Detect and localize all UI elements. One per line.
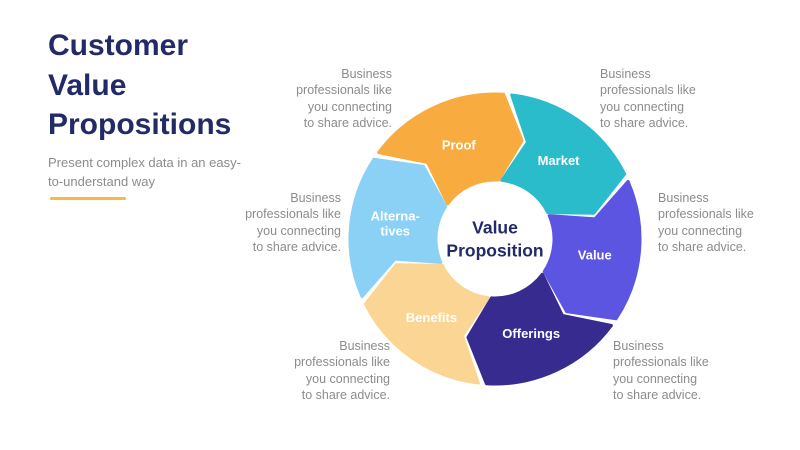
page-title: Customer Value Propositions [48, 29, 232, 142]
segment-label-market: Market [538, 153, 581, 168]
segment-label-benefits: Benefits [406, 310, 457, 325]
segment-alternatives [348, 157, 448, 299]
segment-market [500, 93, 627, 215]
segment-proof [377, 92, 524, 206]
segment-offerings [466, 272, 613, 386]
segment-label-alternatives: Alterna-tives [371, 209, 420, 239]
segment-value [542, 179, 642, 321]
diagram-center-label: Value Proposition [446, 217, 544, 260]
segment-label-proof: Proof [442, 137, 477, 152]
page-subtitle: Present complex data in an easy-to-under… [48, 155, 241, 189]
segment-benefits [363, 263, 490, 385]
segment-label-value: Value [578, 247, 612, 262]
segment-label-offerings: Offerings [502, 326, 560, 341]
accent-divider [50, 197, 126, 200]
